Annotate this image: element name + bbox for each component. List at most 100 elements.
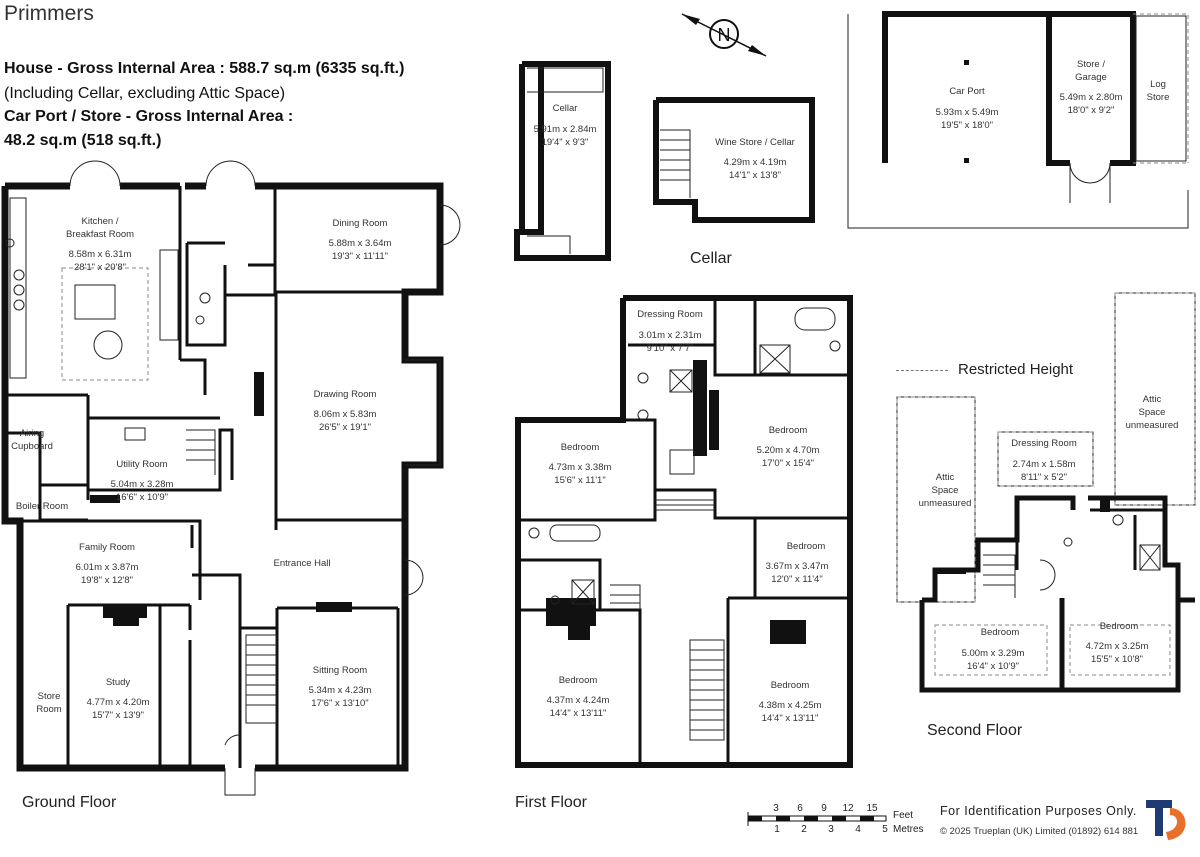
ff-bed5-metric: 4.38m x 4.25m [759,700,822,711]
ff-bed1-metric: 5.20m x 4.70m [757,445,820,456]
ff-bed2-name: Bedroom [561,442,600,453]
drawing-name: Drawing Room [314,389,377,400]
sf-bed2-name: Bedroom [1100,621,1139,632]
copyright-note: © 2025 Trueplan (UK) Limited (01892) 614… [940,826,1139,837]
utility-imperial: 16'6" x 10'9" [116,492,168,503]
sf-bed1-imperial: 16'4" x 10'9" [967,661,1019,672]
ff-bed4-imperial: 14'4" x 13'11" [550,708,607,719]
ff-bed4-name: Bedroom [559,675,598,686]
cellar-imperial: 19'4" x 9'3" [542,137,589,148]
scale-bar: 3 6 9 12 15 1 2 3 4 5 Feet Metres [747,803,924,835]
ff-dressing-name: Dressing Room [637,309,703,320]
ff-bed2-metric: 4.73m x 3.38m [549,462,612,473]
sf-bed2-metric: 4.72m x 3.25m [1086,641,1149,652]
kitchen-name: Kitchen / [82,216,119,227]
cellar-plan: Cellar 5.91m x 2.84m 19'4" x 9'3" Wine S… [514,61,815,261]
first-room-labels: Dressing Room 3.01m x 2.31m 9'10" x 7'7"… [547,309,829,724]
second-floor-plan [896,292,1196,693]
identification-note: For Identification Purposes Only. [940,804,1137,818]
house-area: House - Gross Internal Area : 588.7 sq.m… [4,60,405,77]
carport-area-line1: Car Port / Store - Gross Internal Area : [4,108,294,125]
scale-feet-label: Feet [893,810,913,821]
airing-name2: Cupboard [11,441,53,452]
kitchen-metric: 8.58m x 6.31m [69,249,132,260]
compass-letter: N [718,25,731,45]
sf-bed2-imperial: 15'5" x 10'8" [1091,654,1143,665]
dining-metric: 5.88m x 3.64m [329,238,392,249]
sf-dressing-metric: 2.74m x 1.58m [1013,459,1076,470]
scale-metre-3: 3 [828,824,834,835]
restricted-height-label: Restricted Height [958,361,1074,378]
garage-name2: Garage [1075,72,1107,83]
carport-plan: Car Port 5.93m x 5.49m 19'5" x 18'0" Sto… [847,11,1189,229]
ff-bed1-name: Bedroom [769,425,808,436]
wine-metric: 4.29m x 4.19m [724,157,787,168]
sf-attic-right-name2: Space [1139,407,1166,418]
trueplan-logo-icon [1146,800,1186,840]
sf-dressing-name: Dressing Room [1011,438,1077,449]
scale-metre-1: 1 [774,824,780,835]
store-room-name: Store [38,691,61,702]
sf-bed1-name: Bedroom [981,627,1020,638]
ff-bed3-metric: 3.67m x 3.47m [766,561,829,572]
study-imperial: 15'7" x 13'9" [92,710,144,721]
utility-metric: 5.04m x 3.28m [111,479,174,490]
first-floor-plan [515,295,853,768]
dining-imperial: 19'3" x 11'11" [332,251,388,262]
boiler-name: Boiler Room [16,501,68,512]
house-area-note: (Including Cellar, excluding Attic Space… [4,85,286,102]
scale-feet-9: 9 [821,803,827,814]
ff-dressing-imperial: 9'10" x 7'7" [647,343,694,354]
drawing-imperial: 26'5" x 19'1" [319,422,371,433]
wine-name: Wine Store / Cellar [715,137,795,148]
family-metric: 6.01m x 3.87m [76,562,139,573]
scale-metres-label: Metres [893,824,924,835]
carport-area-line2: 48.2 sq.m (518 sq.ft.) [4,132,162,149]
study-metric: 4.77m x 4.20m [87,697,150,708]
family-name: Family Room [79,542,135,553]
ff-bed3-imperial: 12'0" x 11'4" [771,574,822,585]
scale-feet-15: 15 [866,803,878,814]
ff-bed2-imperial: 15'6" x 11'1" [554,475,605,486]
ff-bed1-imperial: 17'0" x 15'4" [762,458,814,469]
dining-name: Dining Room [333,218,388,229]
scale-metre-4: 4 [855,824,861,835]
carport-name: Car Port [949,86,985,97]
scale-feet-12: 12 [842,803,854,814]
cellar-floor-label: Cellar [690,250,732,267]
sf-attic-left-name2: Space [932,485,959,496]
kitchen-name2: Breakfast Room [66,229,134,240]
carport-imperial: 19'5" x 18'0" [941,120,993,131]
cellar-metric: 5.91m x 2.84m [534,124,597,135]
ff-dressing-metric: 3.01m x 2.31m [639,330,702,341]
scale-feet-3: 3 [773,803,779,814]
garage-metric: 5.49m x 2.80m [1060,92,1123,103]
ff-bed3-name: Bedroom [787,541,826,552]
second-floor-label: Second Floor [927,722,1023,739]
ground-floor-label: Ground Floor [22,794,117,811]
carport-metric: 5.93m x 5.49m [936,107,999,118]
log-store-name: Log [1150,79,1166,90]
ground-floor-plan [1,160,461,796]
second-room-labels: Attic Space unmeasured Attic Space unmea… [919,394,1179,672]
ff-bed5-name: Bedroom [771,680,810,691]
sf-attic-right-name: Attic [1143,394,1162,405]
utility-name: Utility Room [116,459,167,470]
restricted-height-swatch [896,370,948,371]
sitting-name: Sitting Room [313,665,367,676]
scale-metre-5: 5 [882,824,888,835]
page-title: Primmers [4,2,94,25]
store-room-name2: Room [36,704,61,715]
ff-bed4-metric: 4.37m x 4.24m [547,695,610,706]
cellar-name: Cellar [553,103,578,114]
ff-bed5-imperial: 14'4" x 13'11" [762,713,819,724]
wine-imperial: 14'1" x 13'8" [729,170,781,181]
airing-name: Airing [20,428,44,439]
scale-feet-6: 6 [797,803,803,814]
garage-name: Store / [1077,59,1105,70]
sf-attic-right-name3: unmeasured [1126,420,1179,431]
entrance-name: Entrance Hall [273,558,330,569]
sitting-imperial: 17'6" x 13'10" [311,698,368,709]
drawing-fireplace [254,372,264,416]
